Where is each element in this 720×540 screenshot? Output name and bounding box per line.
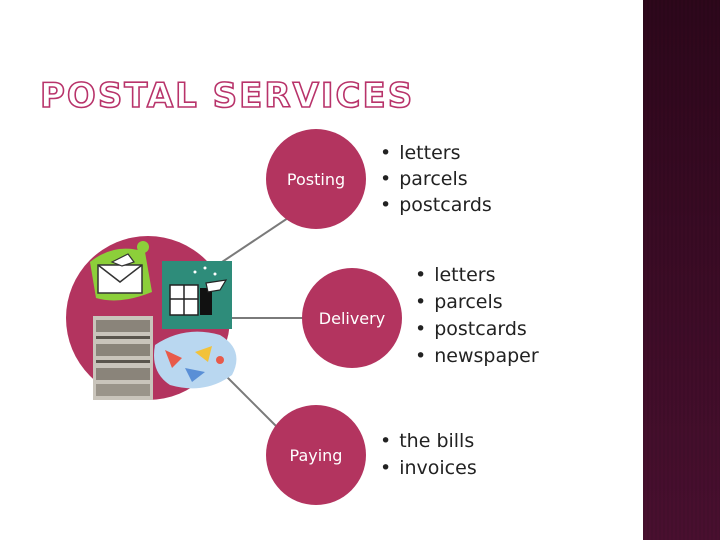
paying-bullet-list: the bills invoices	[380, 428, 477, 482]
list-item: invoices	[380, 455, 477, 482]
node-circle-delivery	[302, 268, 402, 368]
gift-icon	[162, 261, 232, 329]
envelope-icon	[90, 241, 152, 301]
list-item: parcels	[415, 289, 539, 316]
list-item: newspaper	[415, 343, 538, 370]
list-item: letters	[415, 262, 539, 289]
post-mail-icon	[154, 331, 237, 389]
slide-title: POSTAL SERVICES	[39, 75, 415, 117]
list-item: postcards	[415, 316, 539, 343]
node-label-delivery: Delivery	[319, 309, 385, 328]
posting-bullet-list: letters parcels postcards	[380, 140, 492, 218]
node-label-posting: Posting	[287, 170, 345, 189]
list-item: postcards	[380, 192, 492, 218]
delivery-bullet-list: letters parcels postcards newspaper	[415, 262, 539, 370]
node-circle-posting	[266, 129, 366, 229]
side-decoration-bar	[643, 0, 720, 540]
list-item: the bills	[380, 428, 477, 455]
node-circle-paying	[266, 405, 366, 505]
connector-paying	[221, 371, 281, 431]
list-item: parcels	[380, 166, 492, 192]
list-item: letters	[380, 140, 492, 166]
newspaper-icon	[93, 316, 153, 400]
node-label-paying: Paying	[290, 446, 343, 465]
